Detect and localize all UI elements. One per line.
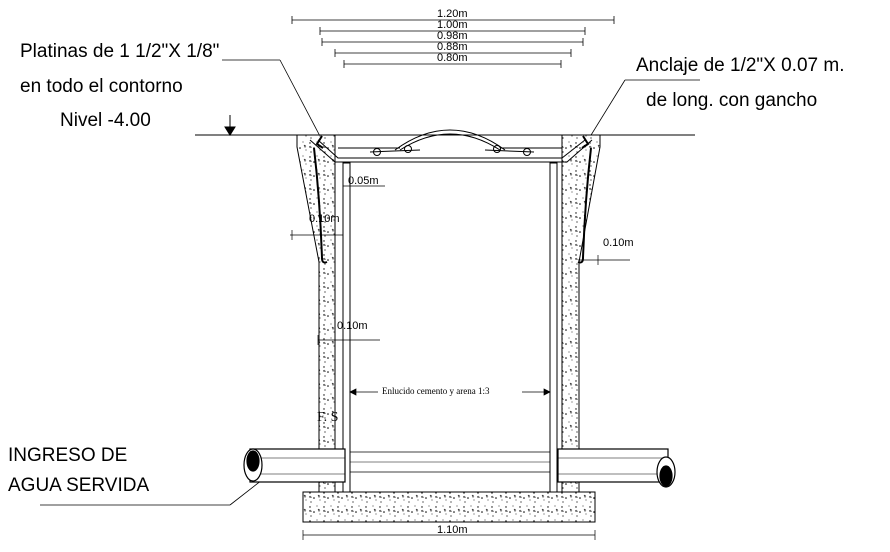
manhole-cover [309,129,593,264]
concrete-walls [296,134,601,523]
left-pipe [243,448,346,483]
fs-mark: F. S [317,410,339,425]
leader-lines [40,59,700,506]
ground-level [195,115,695,136]
dim-1-10m: 1.10m [437,524,468,536]
dim-0-98m: 0.98m [437,30,468,42]
inner-dimension-lines [290,185,630,540]
dim-1-00m: 1.00m [437,19,468,31]
nivel-label: Nivel -4.00 [60,110,151,131]
dim-0-88m: 0.88m [437,41,468,53]
ingreso-label-line1: INGRESO DE [8,445,128,466]
dim-0-10m-left-mid: 0.10m [337,320,368,332]
anclaje-label-line1: Anclaje de 1/2"X 0.07 m. [636,55,845,76]
platinas-label-line2: en todo el contorno [20,76,183,97]
dim-0-80m: 0.80m [437,52,468,64]
right-pipe [557,448,676,488]
dim-1-20m: 1.20m [437,8,468,20]
dim-0-10m-left-top: 0.10m [309,213,340,225]
enlucido-label: Enlucido cemento y arena 1:3 [382,386,490,396]
top-dimension-lines [291,16,615,68]
ingreso-label-line2: AGUA SERVIDA [8,475,150,496]
platinas-label-line1: Platinas de 1 1/2"X 1/8" [20,41,220,62]
dim-0-05m: 0.05m [348,175,379,187]
anclaje-label-line2: de long. con gancho [646,90,818,111]
center-pipe [350,451,550,473]
dim-0-10m-right: 0.10m [603,237,634,249]
